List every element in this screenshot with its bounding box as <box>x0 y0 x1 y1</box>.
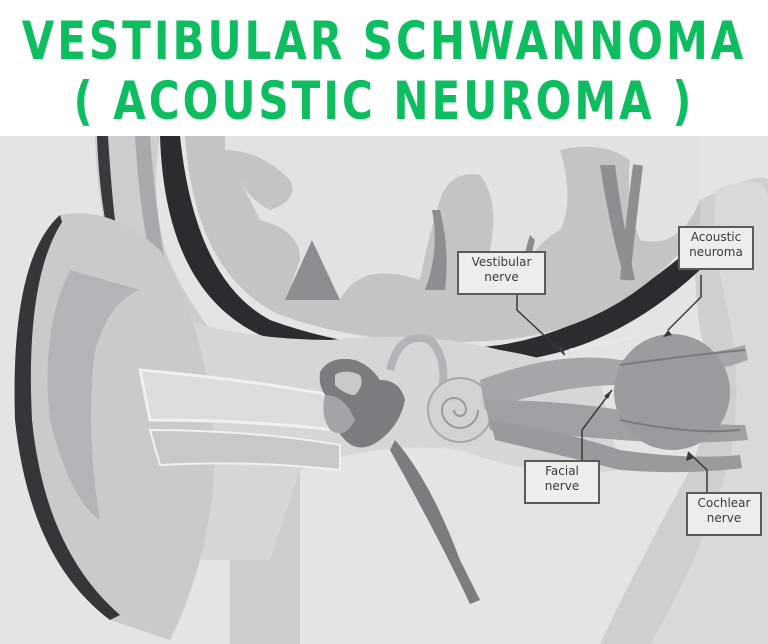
title-line-1: VESTIBULAR SCHWANNOMA <box>21 10 747 72</box>
label-text-line-2: nerve <box>544 479 580 493</box>
label-text-line-1: Vestibular <box>471 255 532 269</box>
label-facial-nerve: Facial nerve <box>524 460 600 504</box>
label-text-line-1: Cochlear <box>697 496 751 510</box>
title-banner: VESTIBULAR SCHWANNOMA ( ACOUSTIC NEUROMA… <box>0 0 768 136</box>
label-cochlear-nerve: Cochlear nerve <box>686 492 762 536</box>
label-text-line-1: Acoustic <box>690 230 742 244</box>
title-line-2: ( ACOUSTIC NEUROMA ) <box>73 70 695 132</box>
label-text-line-2: neuroma <box>689 245 743 259</box>
label-text-line-2: nerve <box>484 270 519 284</box>
label-acoustic-neuroma: Acoustic neuroma <box>678 226 754 270</box>
ear-anatomy-diagram: Vestibular nerve Acoustic neuroma Facial… <box>0 136 768 644</box>
label-text-line-2: nerve <box>706 511 742 525</box>
label-vestibular-nerve: Vestibular nerve <box>457 251 546 295</box>
anatomy-illustration <box>0 136 768 644</box>
label-text-line-1: Facial <box>545 464 579 478</box>
